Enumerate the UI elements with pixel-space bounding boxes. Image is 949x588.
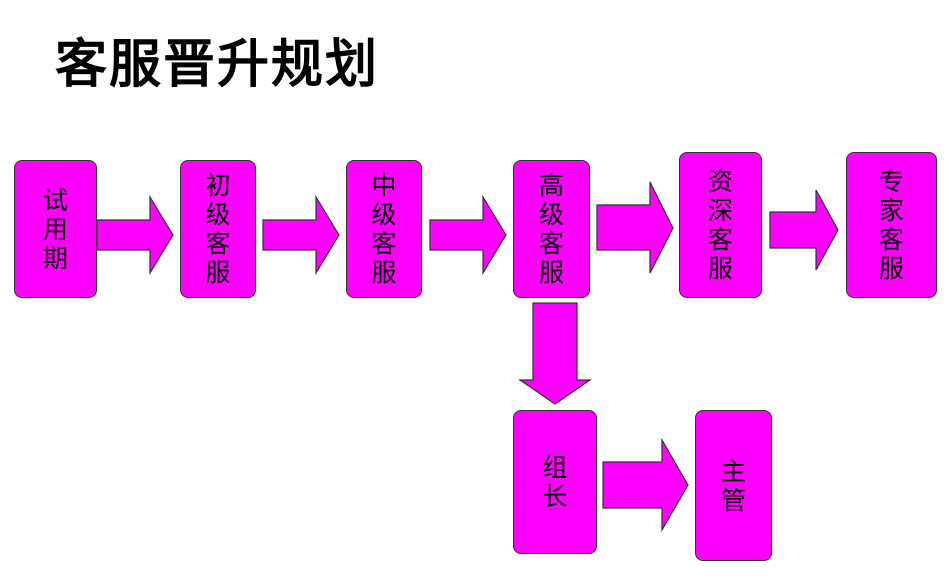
node-trial-label: 试用期: [42, 185, 68, 273]
arrow-veteran-to-expert: [769, 189, 839, 271]
arrow-senior-to-team-lead: [518, 302, 592, 405]
arrow-middle-to-senior: [429, 194, 507, 276]
node-supervisor-label: 主管: [720, 456, 746, 515]
node-veteran-label: 资深客服: [707, 167, 733, 283]
node-senior-label: 高级客服: [538, 171, 564, 287]
node-junior-label: 初级客服: [205, 171, 231, 287]
node-veteran: 资深客服: [679, 152, 762, 298]
node-junior: 初级客服: [180, 160, 256, 298]
page-title: 客服晋升规划: [55, 35, 380, 95]
node-senior: 高级客服: [513, 160, 590, 298]
arrow-team-lead-to-supervisor: [602, 437, 689, 533]
node-supervisor: 主管: [695, 410, 772, 561]
arrow-trial-to-junior: [96, 194, 174, 276]
node-team-lead-label: 组长: [542, 453, 568, 511]
node-expert-label: 专家客服: [878, 167, 904, 283]
arrow-junior-to-middle: [262, 194, 340, 276]
arrow-senior-to-veteran: [596, 181, 674, 274]
node-middle: 中级客服: [346, 160, 422, 298]
node-expert: 专家客服: [846, 152, 937, 298]
node-trial: 试用期: [14, 160, 97, 298]
node-team-lead: 组长: [513, 410, 597, 554]
node-middle-label: 中级客服: [371, 171, 397, 287]
